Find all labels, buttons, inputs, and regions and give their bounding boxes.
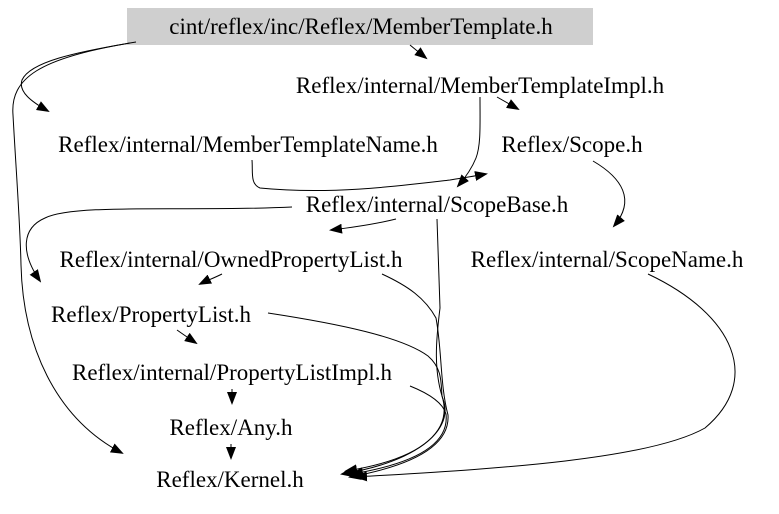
node-property-list-impl[interactable]: Reflex/internal/PropertyListImpl.h [72, 360, 393, 385]
edge-propertylist-to-kernel [267, 312, 445, 475]
edge-group [12, 41, 736, 482]
node-member-template: cint/reflex/inc/Reflex/MemberTemplate.h [169, 14, 553, 39]
node-kernel[interactable]: Reflex/Kernel.h [156, 467, 304, 492]
root-node-box [127, 8, 593, 45]
edge-membertemplate-to-membertemplateimpl [409, 44, 428, 60]
edge-membertemplatename-to-scope [251, 159, 488, 192]
node-any[interactable]: Reflex/Any.h [169, 415, 293, 440]
node-member-template-impl[interactable]: Reflex/internal/MemberTemplateImpl.h [296, 73, 665, 98]
node-scope-base[interactable]: Reflex/internal/ScopeBase.h [306, 192, 569, 217]
edge-propertylist-to-propertylistimpl [176, 329, 198, 345]
edge-scopename-to-kernel [354, 273, 736, 482]
edge-membertemplateimpl-to-scope [496, 96, 520, 110]
edge-membertemplateimpl-to-scopebase [456, 96, 481, 188]
node-owned-property-list[interactable]: Reflex/internal/OwnedPropertyList.h [59, 247, 403, 272]
node-scope-name[interactable]: Reflex/internal/ScopeName.h [471, 247, 744, 272]
node-member-template-name[interactable]: Reflex/internal/MemberTemplateName.h [58, 132, 438, 157]
edge-scopebase-to-ownedpropertylist [329, 218, 397, 234]
edge-ownedpropertylist-to-propertylist [198, 273, 223, 285]
edge-ownedpropertylist-to-kernel [348, 273, 449, 480]
edge-scopebase-to-propertylist [25, 206, 293, 283]
edge-membertemplate-to-membertemplatename [20, 41, 137, 112]
node-property-list[interactable]: Reflex/PropertyList.h [51, 302, 251, 327]
edge-propertylistimpl-to-kernel [350, 385, 447, 478]
edge-membertemplate-to-kernel [12, 42, 131, 454]
node-scope[interactable]: Reflex/Scope.h [501, 132, 643, 157]
edge-scope-to-scopename [592, 160, 626, 228]
